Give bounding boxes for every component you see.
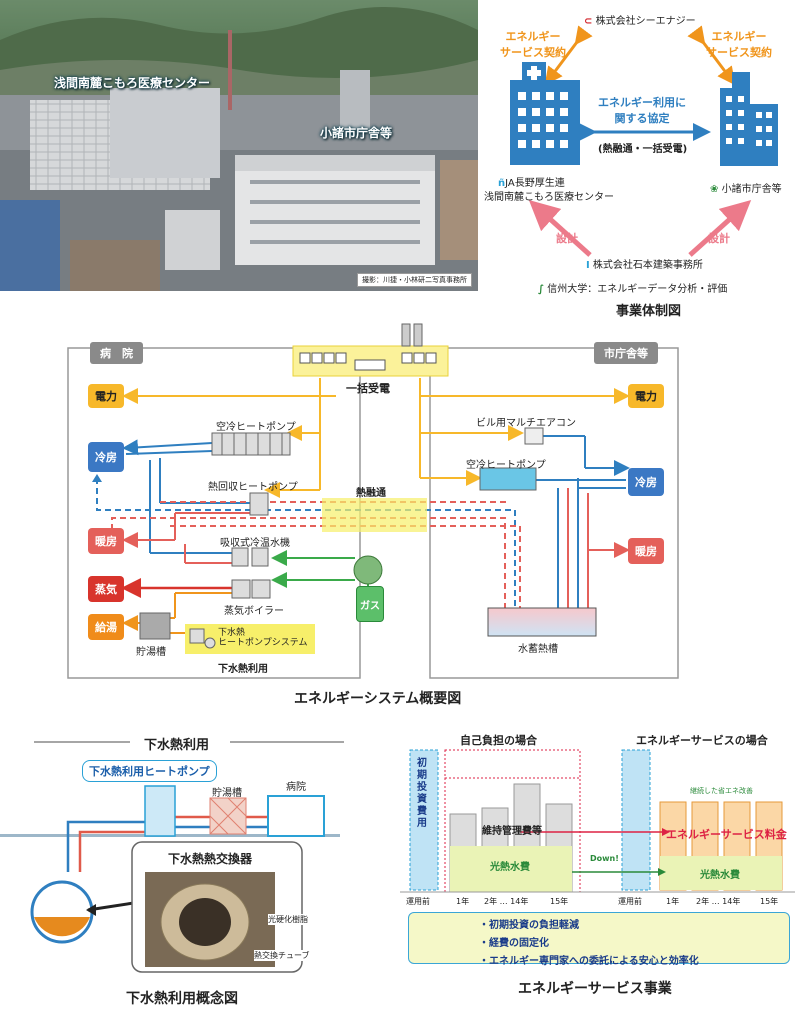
gas-box: ガス (356, 586, 384, 622)
left-hotwater-box: 給湯 (88, 614, 124, 640)
sewage-title: 下水熱利用 (144, 738, 210, 753)
architect-logo-icon: I (586, 260, 590, 271)
power-receive-label: 一括受電 (346, 382, 390, 395)
university-label: ∫ 信州大学：エネルギーデータ分析・評価 (538, 284, 728, 295)
axis-left-3: 15年 (550, 897, 569, 906)
continued-improve-label: 継続した省エネ改善 (690, 787, 753, 795)
left-cooling-box: 冷房 (88, 442, 124, 472)
sewage-hp-tag: 下水熱利用ヒートポンプ (82, 760, 217, 782)
initial-cost-label: 初期投資費用 (417, 758, 427, 829)
right-heating-box: 暖房 (628, 538, 664, 564)
axis-right-0: 運用前 (618, 897, 642, 906)
esco-caption: エネルギーサービス事業 (518, 981, 672, 997)
axis-left-1: 1年 (456, 897, 470, 906)
down-label: Down! (590, 854, 619, 863)
structure-diagram: ⊂ 株式会社シーエナジー エネルギー サービス契約 エネルギー サービス契約 エ… (480, 0, 800, 320)
agreement-sub-label: (熱融通・一括受電) (598, 144, 688, 155)
aerial-photo-scene (0, 6, 478, 291)
axis-right-2: 2年 … 14年 (696, 897, 741, 906)
contract-left-label: エネルギー サービス契約 (500, 30, 566, 59)
right-power-box: 電力 (628, 384, 664, 408)
hospital-name-label: 浅間南麓こもろ医療センター (484, 192, 614, 203)
company-logo-icon: ⊂ (584, 16, 593, 27)
benefit-3: ・エネルギー専門家への委託による安心と効率化 (479, 956, 699, 967)
storage-tank-label: 貯湯槽 (136, 647, 166, 658)
esco-diagram: 自己負担の場合 エネルギーサービスの場合 初期投資費用 維持管理費等 光熱水費 … (400, 722, 800, 1012)
heat-recovery-hp-label: 熱回収ヒートポンプ (208, 482, 298, 493)
contract-right-label: エネルギー サービス契約 (706, 30, 772, 59)
left-aircool-hp-label: 空冷ヒートポンプ (216, 422, 296, 433)
service-fee-label: エネルギーサービス料金 (666, 828, 787, 841)
service-title: エネルギーサービスの場合 (636, 734, 768, 747)
exchanger-title: 下水熱熱交換器 (168, 852, 253, 866)
benefit-1: ・初期投資の負担軽減 (479, 920, 579, 931)
sewage-diagram-lines (0, 741, 344, 973)
design-left-label: 設計 (556, 232, 578, 245)
energy-system-diagram: 病 院 市庁舎等 一括受電 電力 冷房 暖房 蒸気 給湯 電力 冷房 暖房 空冷… (0, 318, 800, 710)
ja-logo-icon: ñ (498, 178, 506, 189)
heat-exchange-label: 熱融通 (356, 488, 386, 499)
structure-caption: 事業体制図 (616, 304, 682, 319)
left-steam-box: 蒸気 (88, 576, 124, 602)
axis-right-1: 1年 (666, 897, 680, 906)
company-label: ⊂ 株式会社シーエナジー (584, 16, 696, 27)
left-power-box: 電力 (88, 384, 124, 408)
sewage-hospital-label: 病院 (286, 782, 306, 793)
structure-diagram-lines (510, 25, 778, 257)
utility-right-label: 光熱水費 (700, 870, 740, 881)
heat-storage-label: 水蓄熱槽 (518, 644, 558, 655)
agreement-label: エネルギー利用に 関する協定 (598, 96, 686, 125)
self-burden-title: 自己負担の場合 (460, 734, 537, 747)
esco-chart (400, 749, 795, 893)
benefit-2: ・経費の固定化 (479, 938, 549, 949)
benefits-box: ・初期投資の負担軽減 ・経費の固定化 ・エネルギー専門家への委託による安心と効率… (408, 912, 790, 967)
photo-label-hospital: 浅間南麓こもろ医療センター (54, 76, 211, 90)
panel-cityhall-title: 市庁舎等 (594, 342, 658, 364)
right-cooling-box: 冷房 (628, 468, 664, 496)
resin-label: 光硬化樹脂 (268, 914, 308, 925)
axis-left-2: 2年 … 14年 (484, 897, 529, 906)
sewage-tank-label: 貯湯槽 (212, 788, 242, 799)
design-right-label: 設計 (708, 232, 730, 245)
system-caption: エネルギーシステム概要図 (294, 691, 462, 707)
sewage-diagram: 下水熱利用 下水熱利用ヒートポンプ 貯湯槽 病院 下水熱熱交換器 光硬化樹脂 熱… (0, 722, 380, 1012)
boiler-label: 蒸気ボイラー (224, 606, 284, 617)
sewage-hp-label: 下水熱 ヒートポンプシステム (218, 628, 308, 648)
university-logo-icon: ∫ (538, 284, 545, 295)
energy-system-lines (67, 323, 679, 679)
maintenance-label: 維持管理費等 (482, 826, 542, 837)
aerial-photo: 浅間南麓こもろ医療センター 小諸市庁舎等 撮影：川捷・小林研二写真事務所 (0, 0, 478, 291)
right-aircool-hp-label: 空冷ヒートポンプ (466, 460, 546, 471)
absorption-label: 吸収式冷温水機 (220, 538, 290, 549)
left-heating-box: 暖房 (88, 528, 124, 554)
sewage-caption: 下水熱利用概念図 (126, 991, 238, 1007)
city-emblem-icon: ❀ (710, 184, 719, 195)
cityhall-label: ❀ 小諸市庁舎等 (710, 184, 782, 195)
panel-hospital-title: 病 院 (90, 342, 143, 364)
utility-left-label: 光熱水費 (490, 862, 530, 873)
sewage-use-label: 下水熱利用 (218, 664, 268, 675)
architect-label: I 株式会社石本建築事務所 (586, 260, 703, 271)
axis-left-0: 運用前 (406, 897, 430, 906)
photo-credit: 撮影：川捷・小林研二写真事務所 (357, 273, 472, 287)
axis-right-3: 15年 (760, 897, 779, 906)
tube-label: 熱交換チューブ (254, 950, 310, 961)
photo-label-cityhall: 小諸市庁舎等 (320, 126, 393, 140)
multi-ac-label: ビル用マルチエアコン (476, 418, 576, 429)
hospital-org-label: ñJA長野厚生連 (498, 178, 565, 189)
